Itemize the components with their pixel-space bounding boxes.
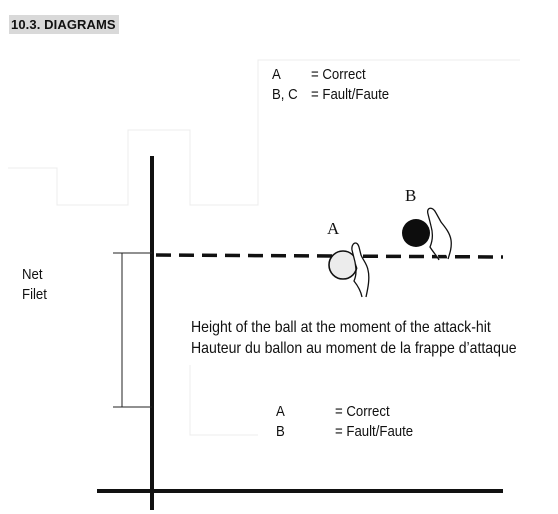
net-label-fr: Filet [22,286,47,303]
net-height-bracket [113,252,152,408]
net-label-en: Net [22,266,43,283]
background-ghost-outline [8,59,520,436]
caption-fr: Hauteur du ballon au moment de la frappe… [191,340,517,357]
ball-a-label: A [327,219,340,238]
bottom-legend-value-b: = Fault/Faute [335,423,414,440]
top-legend-key-a: A [272,66,281,83]
caption-en: Height of the ball at the moment of the … [191,319,491,336]
section-title: 10.3. DIAGRAMS [9,15,119,34]
ball-b [402,219,430,247]
top-legend-value-bc: = Fault/Faute [311,86,390,103]
bottom-legend-key-a: A [276,403,285,420]
hand-a-icon [351,242,370,298]
top-legend-key-bc: B, C [272,86,298,103]
net-height-dashed-line [155,253,504,259]
bottom-legend-key-b: B [276,423,285,440]
top-legend-value-a: = Correct [311,66,366,83]
bottom-legend-value-a: = Correct [335,403,390,420]
ball-b-label: B [405,186,417,205]
hand-b-icon [427,207,452,261]
